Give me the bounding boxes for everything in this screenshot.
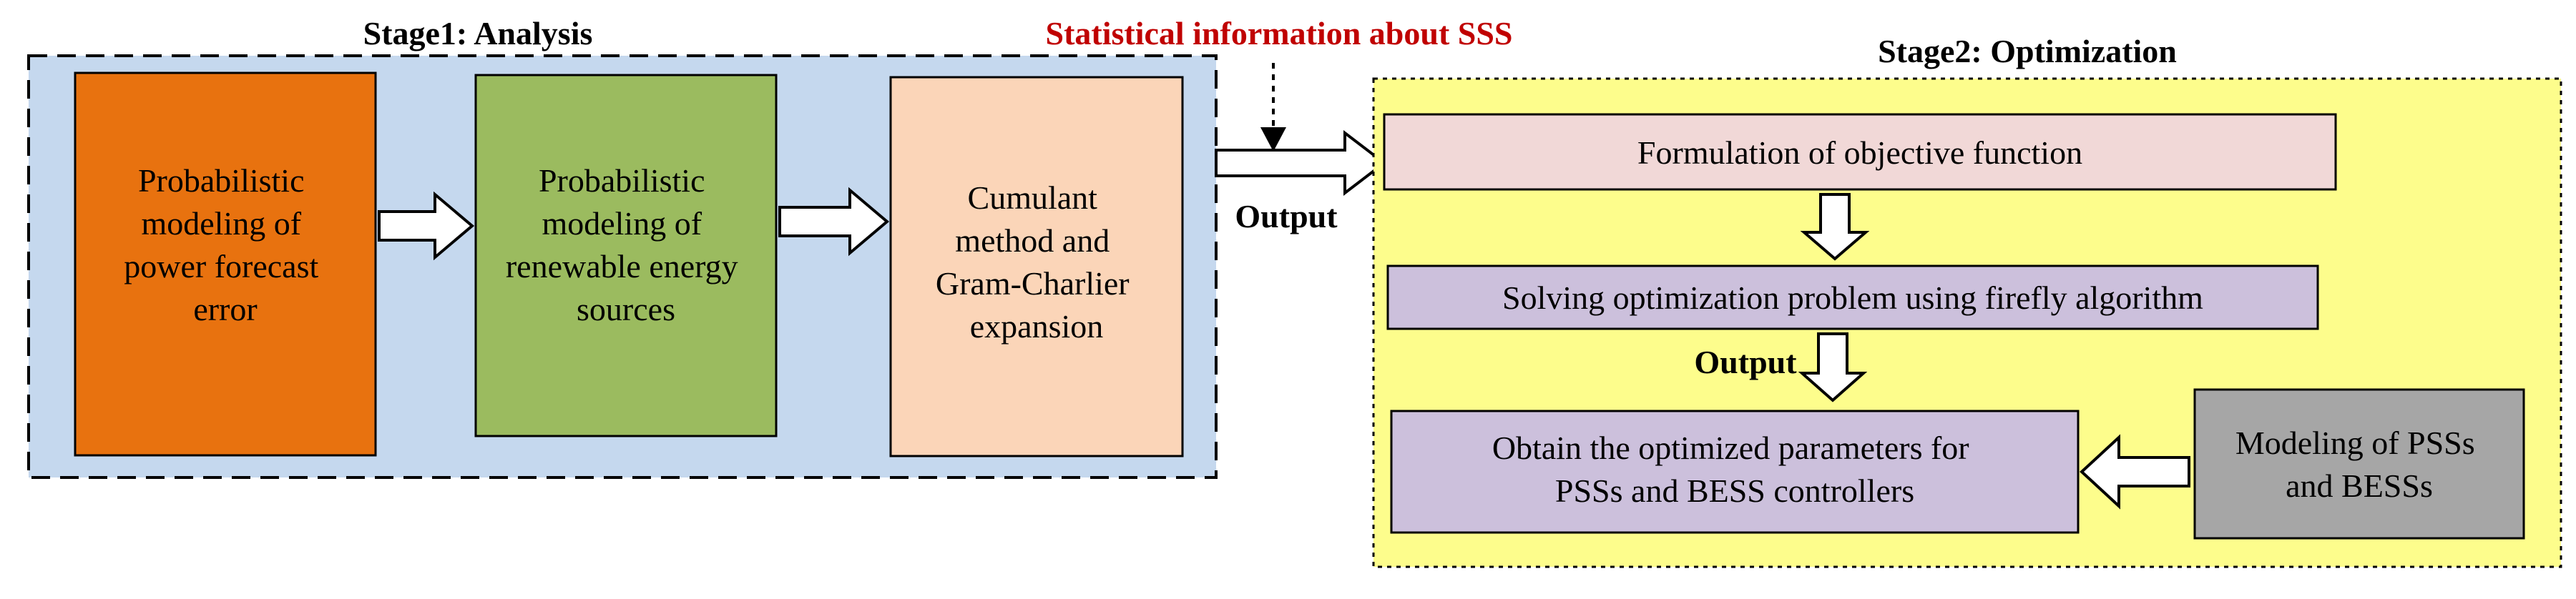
power-forecast-error-box [74, 71, 377, 457]
statistical-info-note: Statistical information about SSS [1045, 15, 1512, 51]
renewable-sources-box [474, 74, 778, 437]
output-arrow-stage1-to-stage2 [1215, 129, 1387, 197]
firefly-solve-label: Solving optimization problem using firef… [1502, 279, 2203, 316]
objective-function-box [1383, 113, 2337, 191]
cumulant-method-box [889, 76, 1184, 457]
stage2-title: Stage2: Optimization [1878, 33, 2177, 69]
optimized-parameters-box [1390, 410, 2080, 534]
output-label-2: Output [1694, 344, 1797, 380]
arrow-box1-to-box2 [378, 191, 475, 261]
arrow-box2-to-box3 [778, 187, 890, 257]
modeling-pss-bess-box [2193, 388, 2525, 540]
renewable-sources-label: Probabilistic modeling of renewable ener… [506, 162, 746, 327]
cumulant-method-label: Cumulant method and Gram-Charlier expans… [936, 179, 1137, 345]
output-label-1: Output [1235, 198, 1338, 234]
stage1-title: Stage1: Analysis [363, 15, 593, 51]
note-arrowhead [1260, 127, 1286, 152]
modeling-pss-bess-label: Modeling of PSSs and BESSs [2235, 425, 2483, 504]
objective-function-label: Formulation of objective function [1637, 134, 2082, 171]
arrow-objective-to-solve [1800, 193, 1870, 261]
arrow-modeling-to-result [2080, 434, 2190, 510]
power-forecast-error-label: Probabilistic modeling of power forecast… [124, 162, 327, 327]
optimized-parameters-label: Obtain the optimized parameters for PSSs… [1492, 430, 1977, 509]
arrow-solve-to-result [1798, 332, 1868, 402]
firefly-solve-box [1386, 264, 2319, 330]
